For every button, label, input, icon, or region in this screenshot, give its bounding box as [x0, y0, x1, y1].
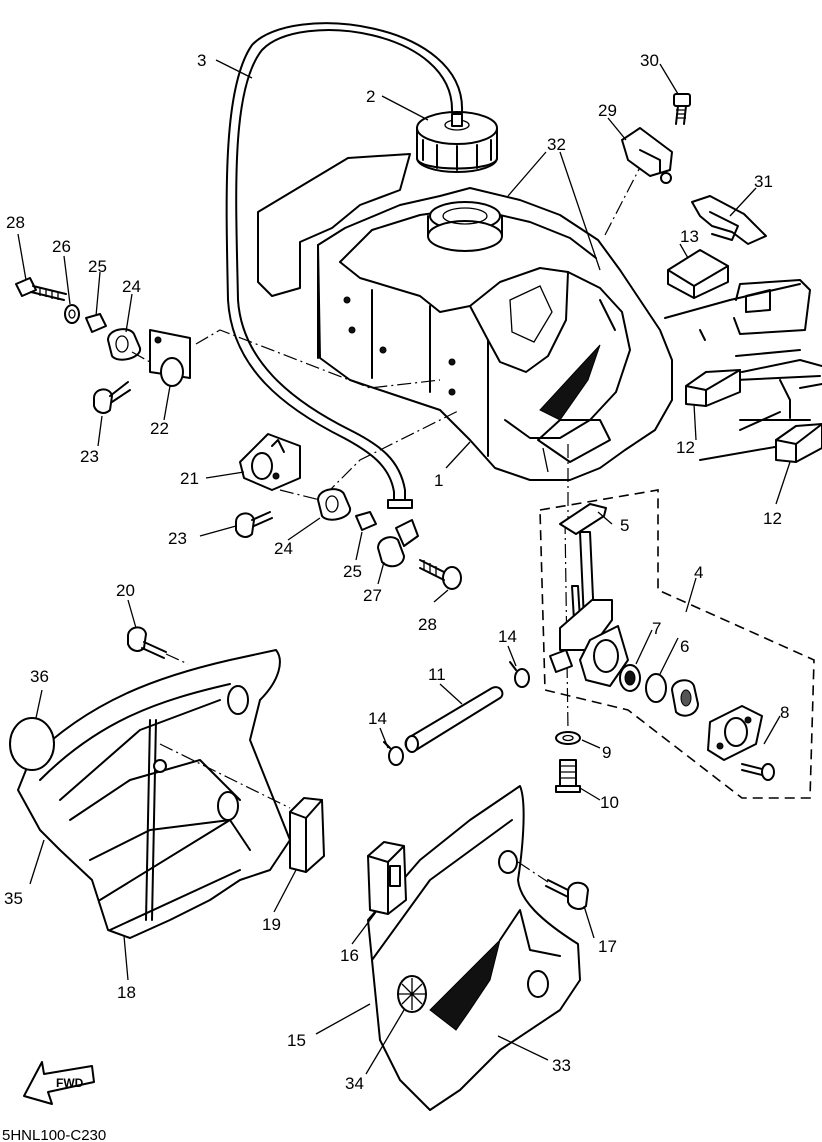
side-cover-right	[367, 785, 581, 1111]
callout-4: 4	[694, 563, 703, 582]
callout-17: 17	[598, 937, 617, 956]
callout-25-lower: 25	[343, 562, 362, 581]
bracket-21	[239, 433, 301, 491]
bolt-20	[127, 626, 167, 659]
callout-14-upper: 14	[498, 627, 517, 646]
callout-24-lower: 24	[274, 539, 293, 558]
callout-8: 8	[780, 703, 789, 722]
bracket-29	[621, 127, 673, 184]
callout-25-upper: 25	[88, 257, 107, 276]
bolt-17	[545, 879, 589, 910]
callout-5: 5	[620, 516, 629, 535]
damper-16	[367, 841, 407, 915]
callout-23-upper: 23	[80, 447, 99, 466]
grommet-24-lower	[317, 488, 351, 521]
callout-28-upper: 28	[6, 213, 25, 232]
callout-7: 7	[652, 619, 661, 638]
frame-fragment	[664, 279, 822, 461]
bolt-28-lower	[419, 559, 462, 590]
fwd-label: FWD	[56, 1076, 84, 1090]
fwd-arrow: FWD	[23, 1061, 95, 1105]
callout-34: 34	[345, 1074, 364, 1093]
callout-16: 16	[340, 946, 359, 965]
fuel-tank	[257, 147, 673, 520]
damper-12-upper	[685, 369, 741, 407]
callout-26: 26	[52, 237, 71, 256]
clamp-27	[377, 519, 419, 568]
callout-32: 32	[547, 135, 566, 154]
callout-6: 6	[680, 637, 689, 656]
callout-11: 11	[428, 665, 446, 684]
callout-9: 9	[602, 743, 611, 762]
callout-3: 3	[197, 51, 206, 70]
callout-36: 36	[30, 667, 49, 686]
callout-10: 10	[600, 793, 619, 812]
callout-15: 15	[287, 1031, 306, 1050]
callout-13: 13	[680, 227, 699, 246]
callout-27: 27	[363, 586, 382, 605]
callout-23-lower: 23	[168, 529, 187, 548]
callout-22: 22	[150, 419, 169, 438]
bolt-23-lower	[235, 511, 273, 538]
callout-30: 30	[640, 51, 659, 70]
breather-hose	[225, 22, 464, 509]
grommet-24-upper	[107, 328, 141, 361]
callout-31: 31	[754, 172, 773, 191]
damper-19	[289, 797, 325, 873]
decal-36	[9, 717, 55, 771]
callout-20: 20	[116, 581, 135, 600]
callout-14-lower: 14	[368, 709, 387, 728]
callout-33: 33	[552, 1056, 571, 1075]
bolt-30	[673, 93, 691, 125]
side-cover-left	[17, 649, 291, 939]
collar-25-lower	[355, 511, 377, 531]
callout-1: 1	[434, 471, 443, 490]
fuel-cock-assembly	[539, 489, 815, 799]
washer-26	[64, 304, 80, 324]
bolt-23-upper	[93, 381, 131, 414]
callout-29: 29	[598, 101, 617, 120]
callout-24-upper: 24	[122, 277, 141, 296]
callout-35: 35	[4, 889, 23, 908]
callout-2: 2	[366, 87, 375, 106]
callout-28-lower: 28	[418, 615, 437, 634]
leader-lines	[17, 59, 791, 1075]
damper-12-lower	[775, 423, 822, 463]
bracket-22	[149, 329, 191, 387]
pad-13	[667, 249, 729, 299]
callout-labels: 1 2 3 4 5 6 7 8 9 10 11 12 12 13 14 14 1…	[4, 51, 789, 1093]
callout-19: 19	[262, 915, 281, 934]
callout-12-lower: 12	[763, 509, 782, 528]
fuel-cap	[416, 111, 498, 173]
fuel-hose-11	[404, 686, 504, 753]
collar-25-upper	[85, 313, 107, 333]
clip-31	[691, 195, 767, 245]
callout-12-upper: 12	[676, 438, 695, 457]
emblem-34	[397, 975, 427, 1013]
bolt-28-upper	[15, 277, 67, 301]
callout-18: 18	[117, 983, 136, 1002]
clip-14-upper	[509, 661, 530, 688]
callout-21: 21	[180, 469, 199, 488]
diagram-code: 5HNL100-C230	[2, 1127, 106, 1142]
